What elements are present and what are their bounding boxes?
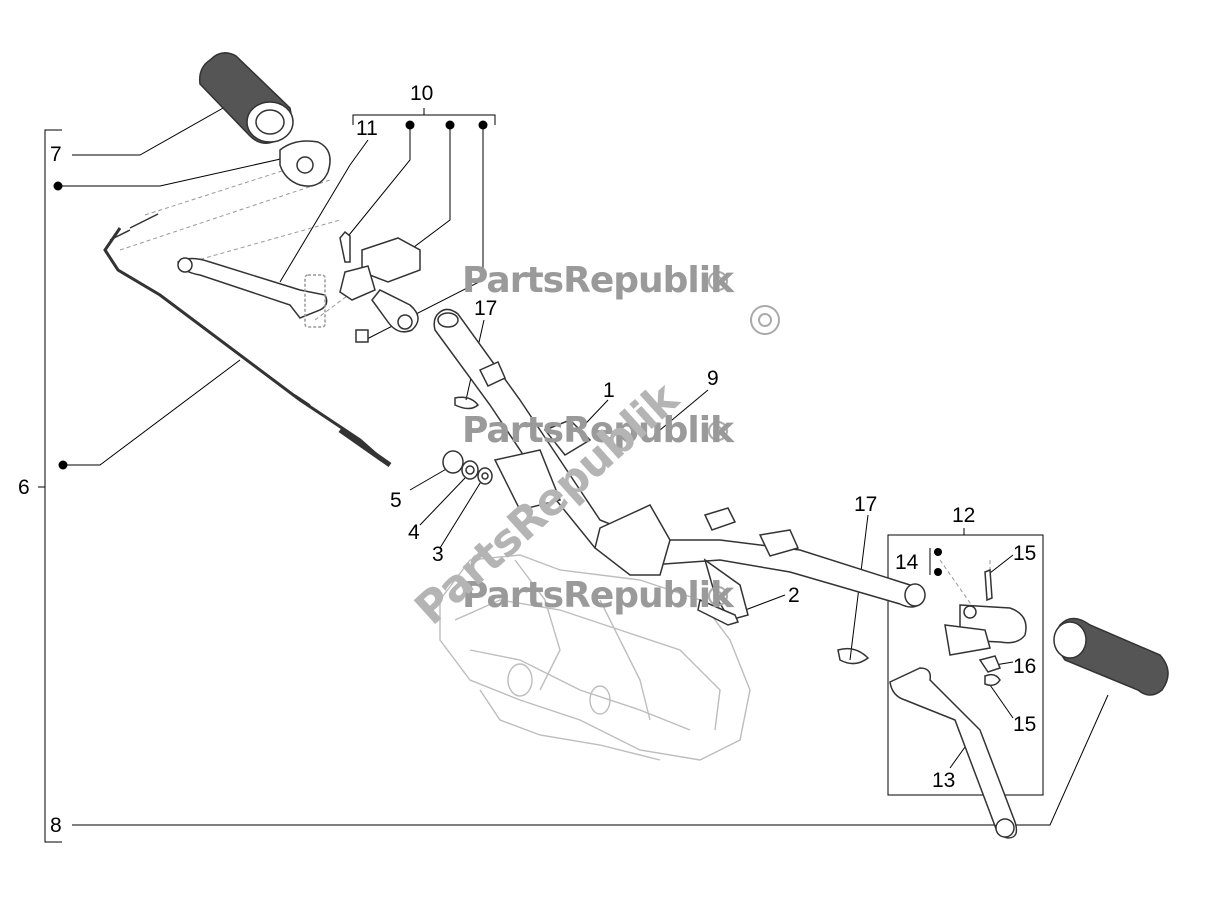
callout-15-bottom: 15 xyxy=(1013,713,1037,736)
left-grip xyxy=(198,52,294,144)
callout-12: 12 xyxy=(952,504,976,527)
right-grip xyxy=(1053,617,1169,696)
watermark-text: PartsRepublik xyxy=(462,575,734,616)
handlebar xyxy=(433,308,926,621)
callout-2: 2 xyxy=(788,584,800,607)
callout-8: 8 xyxy=(50,814,62,837)
callout-13: 13 xyxy=(932,769,956,792)
ghost-frame xyxy=(439,554,751,761)
callout-7: 7 xyxy=(50,143,62,166)
callout-17-right: 17 xyxy=(854,493,878,516)
callout-5: 5 xyxy=(390,489,402,512)
master-cylinder xyxy=(339,230,421,343)
watermark-gear-icon xyxy=(708,271,780,606)
bolt xyxy=(697,598,740,626)
callout-17-left: 17 xyxy=(474,297,498,320)
callout-6: 6 xyxy=(18,476,30,499)
callout-16: 16 xyxy=(1013,655,1037,678)
bullet-dots xyxy=(53,120,942,576)
clips xyxy=(454,396,870,665)
callout-1: 1 xyxy=(603,379,615,402)
callout-9: 9 xyxy=(707,367,719,390)
brake-cable xyxy=(103,213,392,468)
parts xyxy=(103,52,1169,839)
left-switch xyxy=(279,140,331,187)
dashed-lines xyxy=(119,169,991,611)
watermark-text: PartsRepublik xyxy=(462,410,734,451)
callout-15-top: 15 xyxy=(1013,542,1037,565)
watermark-text: PartsRepublik xyxy=(462,260,734,301)
left-lever xyxy=(177,257,328,328)
callout-14: 14 xyxy=(895,551,919,574)
leader-lines xyxy=(38,102,1109,843)
callout-4: 4 xyxy=(408,521,420,544)
washers xyxy=(442,450,493,485)
callout-10: 10 xyxy=(410,82,434,105)
right-lever xyxy=(889,667,1018,839)
right-switch xyxy=(944,568,1027,687)
callout-3: 3 xyxy=(432,543,444,566)
callout-11: 11 xyxy=(356,117,378,140)
